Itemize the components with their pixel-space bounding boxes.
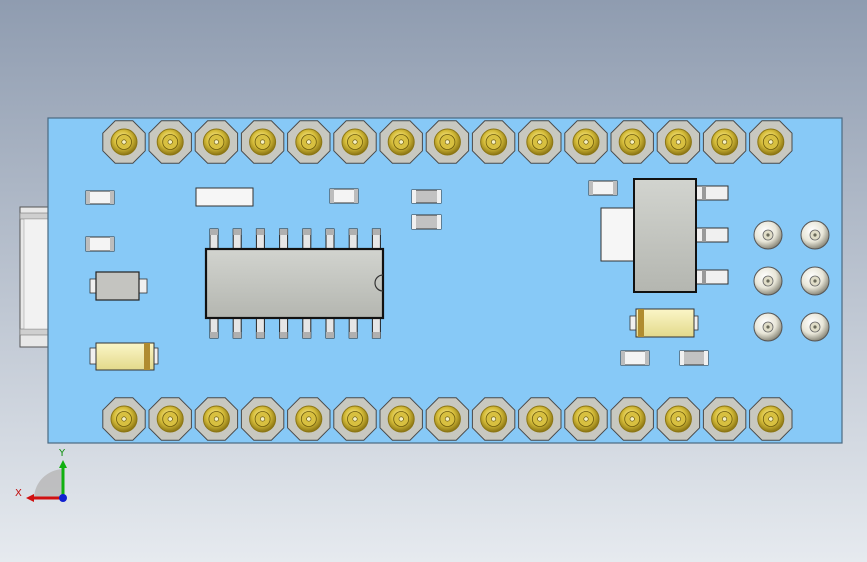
header-top-pin-9[interactable] bbox=[471, 120, 516, 164]
ic-pin-top-tip-7 bbox=[349, 229, 358, 235]
header-top-pin-4[interactable] bbox=[240, 120, 285, 164]
header-bottom-pin-3[interactable] bbox=[194, 397, 239, 441]
usb-connector bbox=[19, 206, 49, 348]
ic-pin-bottom-tip-6 bbox=[326, 332, 334, 338]
x-axis-label: X bbox=[15, 488, 22, 499]
header-top-pin-3[interactable] bbox=[194, 120, 239, 164]
ic-pin-top-tip-6 bbox=[326, 229, 334, 235]
y-axis-label: Y bbox=[58, 448, 66, 459]
header-bottom-pin-12[interactable] bbox=[610, 397, 654, 441]
ic-pin-top-tip-2 bbox=[233, 229, 242, 235]
ic-notch bbox=[374, 274, 384, 292]
header-top-pin-14[interactable] bbox=[702, 120, 747, 164]
diode-d3 bbox=[629, 308, 699, 338]
header-bottom-pin-13[interactable] bbox=[656, 397, 701, 441]
header-bottom-pin-15[interactable] bbox=[749, 397, 793, 441]
ic-body bbox=[204, 247, 385, 320]
header-bottom-pin-4[interactable] bbox=[240, 397, 285, 441]
resistor-r4 bbox=[620, 350, 650, 366]
capacitor-c1 bbox=[329, 188, 359, 204]
header-bottom-pin-1[interactable] bbox=[102, 397, 146, 441]
ic-pin-bottom-tip-1 bbox=[210, 332, 218, 338]
via-5 bbox=[753, 312, 783, 342]
ic-pin-top-tip-8 bbox=[372, 229, 381, 235]
capacitor-c2 bbox=[411, 189, 442, 204]
via-2 bbox=[800, 220, 830, 250]
header-top-pin-12[interactable] bbox=[610, 120, 654, 164]
header-top-pin-11[interactable] bbox=[564, 120, 608, 164]
ic-pin-top-tip-1 bbox=[210, 229, 218, 235]
header-bottom-pin-14[interactable] bbox=[702, 397, 747, 441]
header-top-pin-13[interactable] bbox=[656, 120, 701, 164]
ic-pin-bottom-tip-4 bbox=[279, 332, 288, 338]
ic-pin-bottom-tip-5 bbox=[302, 332, 311, 338]
header-top-pin-8[interactable] bbox=[425, 120, 470, 164]
via-3 bbox=[753, 266, 783, 296]
resistor-r1 bbox=[85, 190, 115, 205]
ic-pin-bottom-tip-8 bbox=[372, 332, 381, 338]
header-bottom-pin-7[interactable] bbox=[379, 397, 423, 441]
axis-triad: X Y bbox=[15, 448, 67, 502]
resistor-r3 bbox=[588, 180, 618, 196]
capacitor-c3 bbox=[411, 214, 442, 230]
resistor-r2 bbox=[85, 236, 115, 252]
diode-d2 bbox=[89, 342, 159, 371]
header-top-pin-5[interactable] bbox=[287, 120, 331, 164]
via-6 bbox=[800, 312, 830, 342]
header-top-pin-7[interactable] bbox=[379, 120, 423, 164]
ic-pin-top-tip-5 bbox=[302, 229, 311, 235]
ic-pin-top-tip-4 bbox=[279, 229, 288, 235]
header-top-pin-15[interactable] bbox=[749, 120, 793, 164]
smd-components bbox=[85, 180, 709, 366]
header-top-pin-2[interactable] bbox=[148, 120, 192, 164]
header-bottom-pin-2[interactable] bbox=[148, 397, 192, 441]
ic-pin-top-tip-3 bbox=[256, 229, 265, 235]
ic-pin-bottom-tip-7 bbox=[349, 332, 358, 338]
diode-d1 bbox=[89, 271, 148, 301]
header-top-pin-10[interactable] bbox=[518, 120, 562, 164]
ic-soic16 bbox=[204, 228, 385, 339]
header-top-pin-1[interactable] bbox=[102, 120, 146, 164]
ic-pin-bottom-tip-3 bbox=[256, 332, 265, 338]
via-1 bbox=[753, 220, 783, 250]
header-bottom-pin-5[interactable] bbox=[287, 397, 331, 441]
header-top-pin-6[interactable] bbox=[333, 120, 377, 164]
header-bottom-pin-6[interactable] bbox=[333, 397, 377, 441]
crystal-y1 bbox=[195, 187, 254, 207]
header-bottom-pin-11[interactable] bbox=[564, 397, 608, 441]
header-bottom-pin-9[interactable] bbox=[471, 397, 516, 441]
header-bottom-pin-8[interactable] bbox=[425, 397, 470, 441]
ic-pin-bottom-tip-2 bbox=[233, 332, 242, 338]
capacitor-c4 bbox=[679, 350, 709, 366]
header-bottom-pin-10[interactable] bbox=[518, 397, 562, 441]
header-row-top bbox=[102, 120, 793, 164]
via-holes bbox=[753, 220, 830, 342]
header-row-bottom bbox=[102, 397, 793, 441]
voltage-regulator bbox=[600, 178, 729, 293]
via-4 bbox=[800, 266, 830, 296]
